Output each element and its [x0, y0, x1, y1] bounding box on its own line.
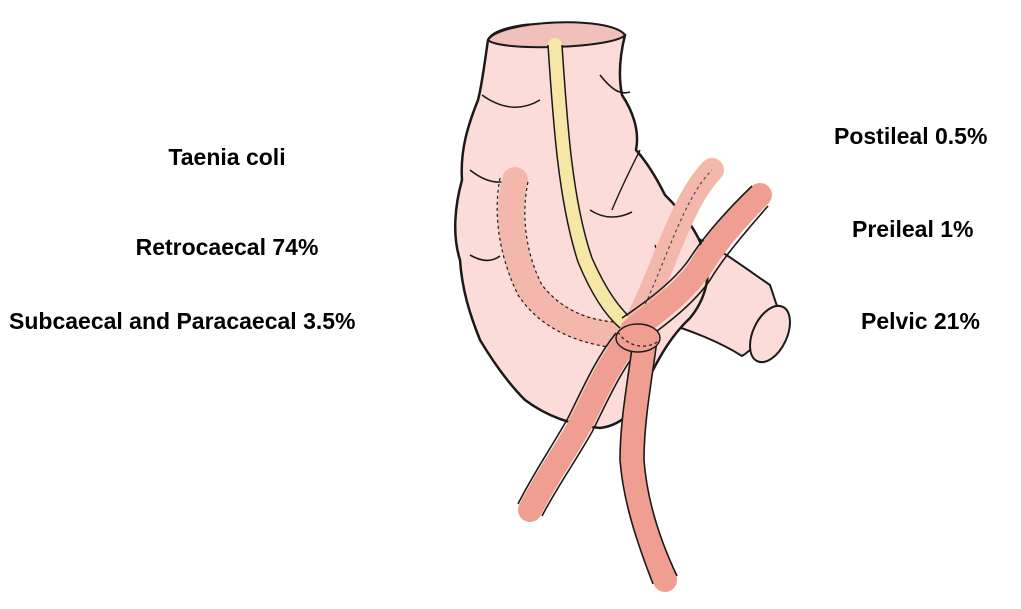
- pelvic-appendix: [632, 340, 665, 580]
